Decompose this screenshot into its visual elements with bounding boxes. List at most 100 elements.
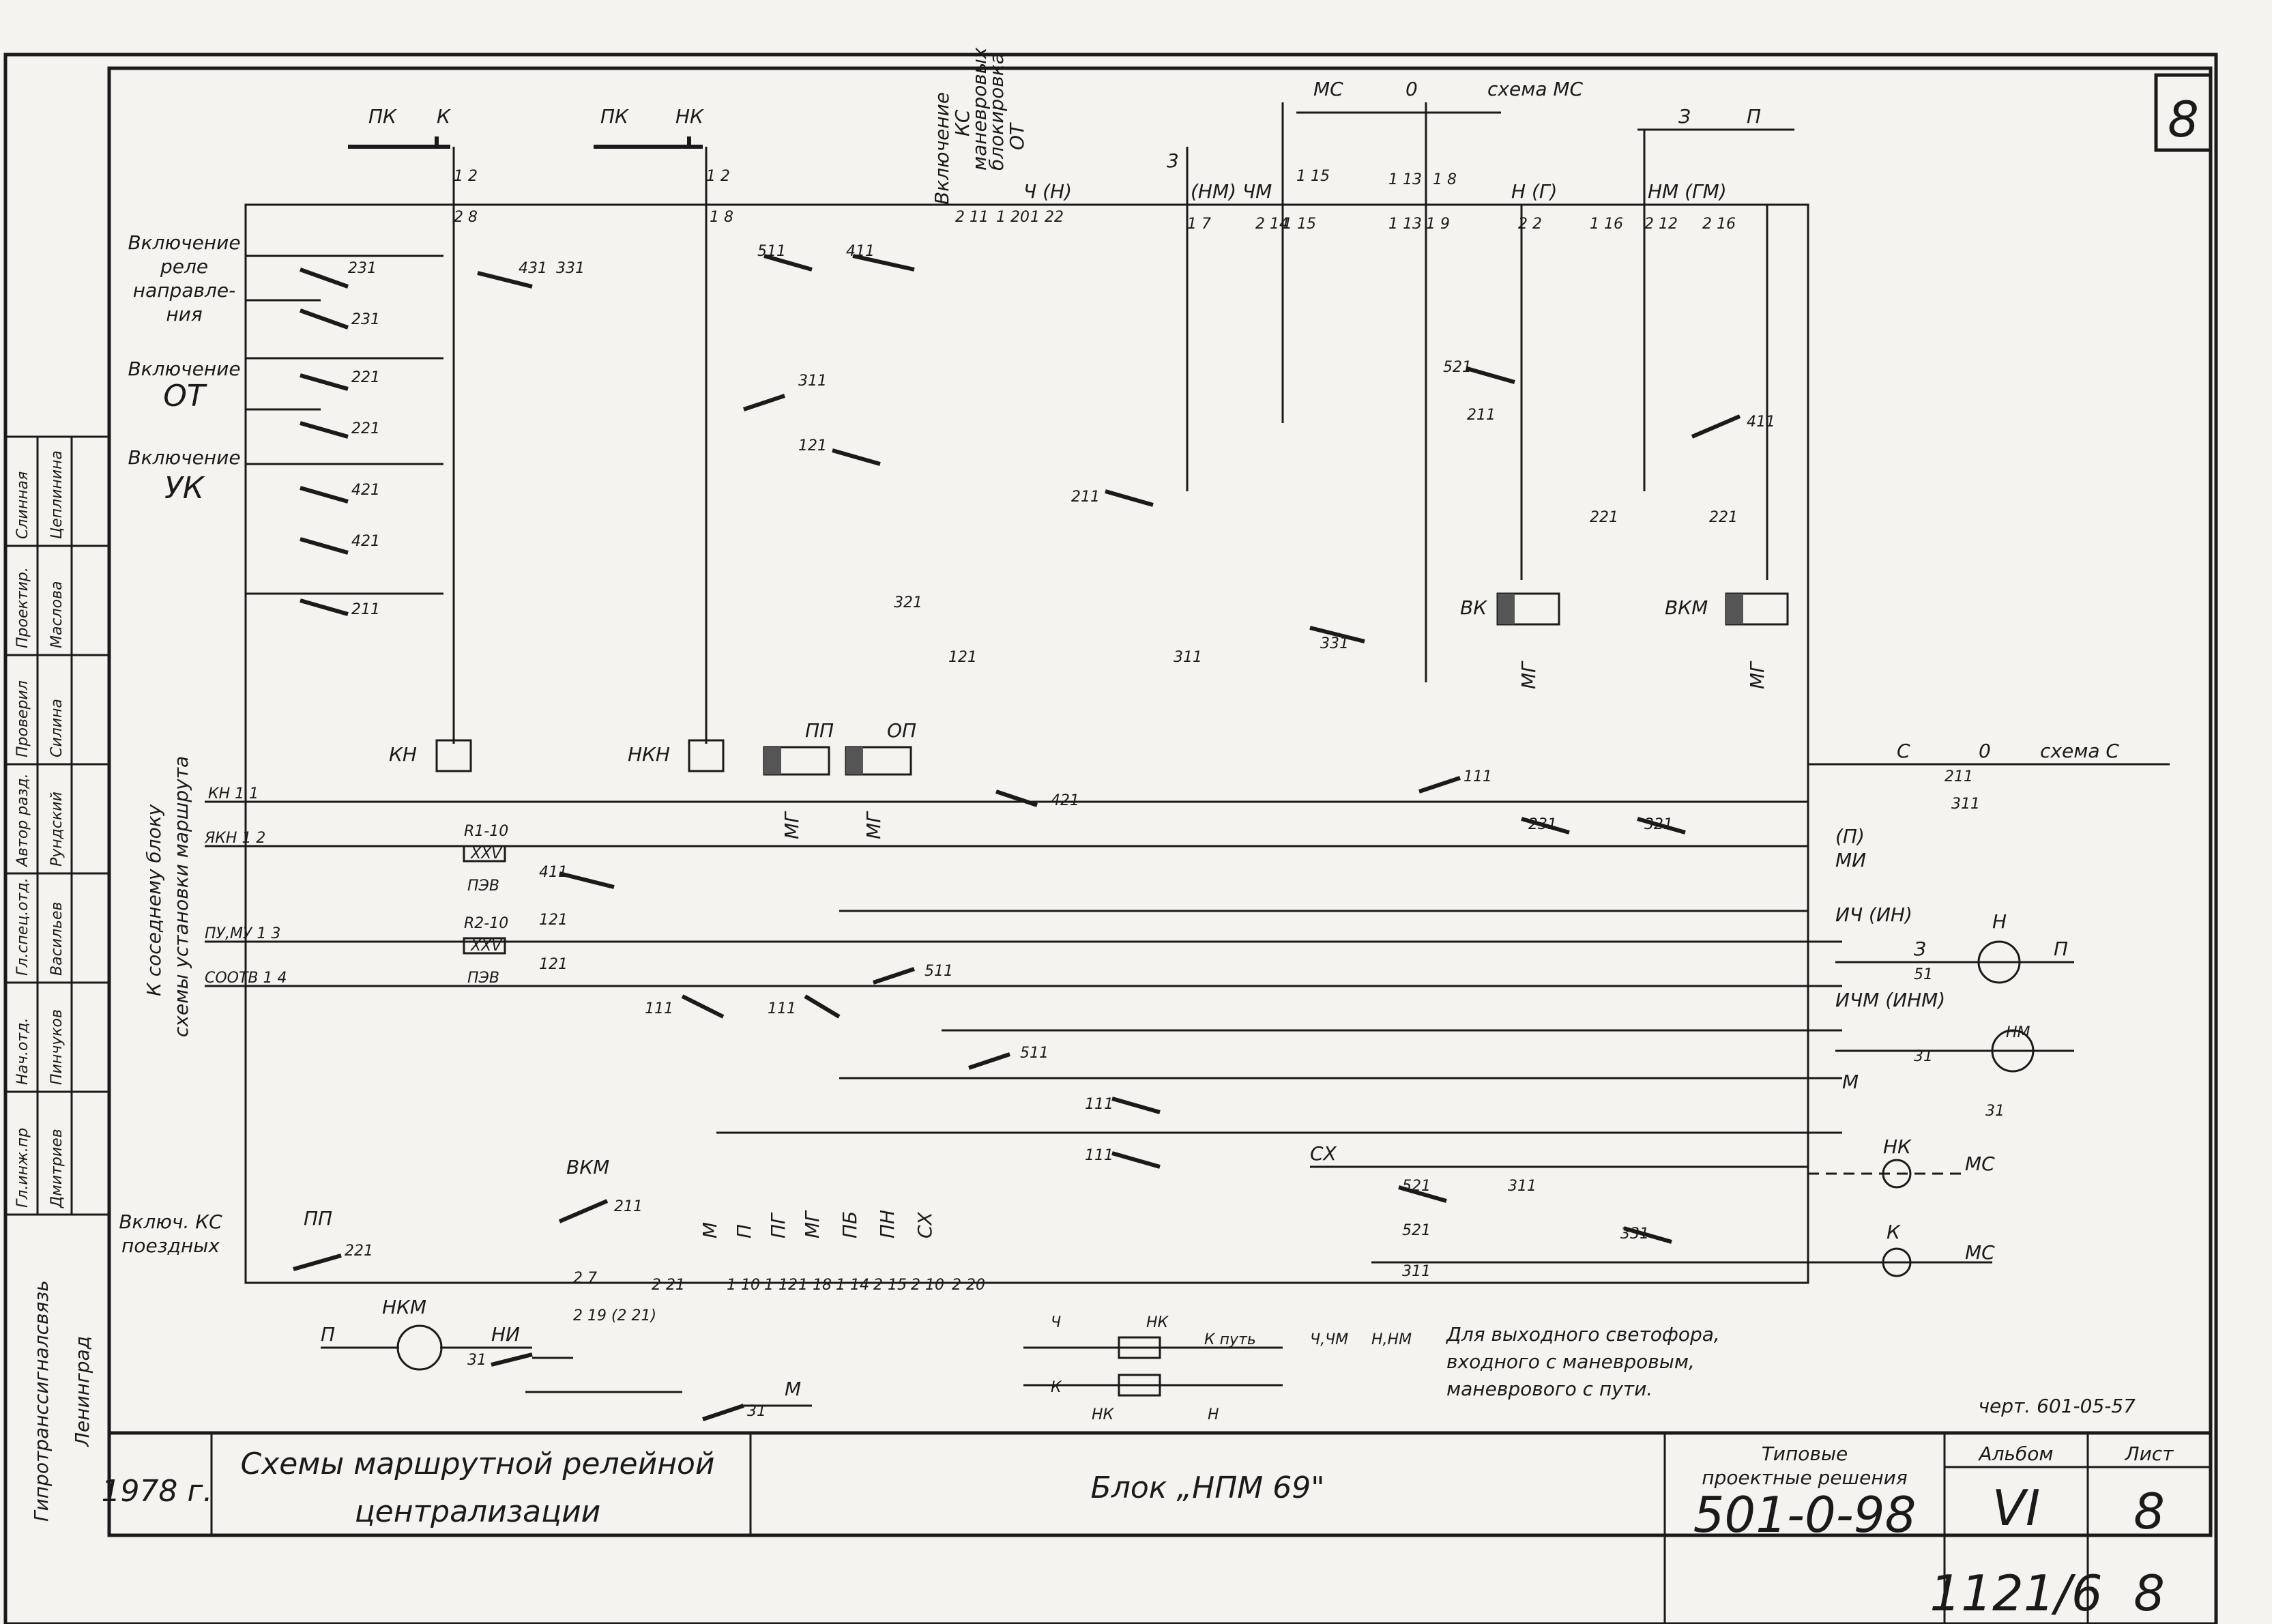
legend-n: Н — [1208, 1406, 1219, 1423]
org-name: Гипротранссигналсвязь — [30, 1280, 53, 1522]
terminal-top-13: 1 16 — [1590, 216, 1623, 233]
right-labels: схема С С 0 МИ (П) ИЧ (ИН) ИЧМ (ИНМ) М Н… — [1310, 740, 2170, 1277]
right-ichm: ИЧМ (ИНМ) — [1835, 989, 1945, 1011]
contact-43: 221 — [345, 1243, 373, 1260]
label-relay-direction-2: направле- — [133, 279, 235, 302]
sheet-label: Лист — [2125, 1442, 2174, 1465]
contact-3: 221 — [351, 420, 380, 437]
terminal-top-2: 2 8 — [454, 209, 478, 226]
contact-24: 111 — [1463, 768, 1492, 785]
outer-frame — [3, 53, 2218, 1624]
contact-7: 431 — [519, 260, 547, 277]
title-line-1: Схемы маршрутной релейной — [240, 1447, 714, 1481]
terminal-top-9: 1 15 — [1283, 216, 1316, 233]
sign-role-3: Автор разд. — [14, 773, 31, 868]
right-mc-2: МС — [1965, 1241, 1995, 1264]
top-k-1: К — [437, 105, 451, 128]
contact-30: 121 — [539, 912, 568, 929]
right-o: 0 — [1979, 740, 1991, 762]
sign-name-1: Пинчуков — [48, 1009, 65, 1085]
contact-29: 411 — [539, 864, 568, 881]
terminal-top-14: 2 12 — [1644, 216, 1678, 233]
bottom-terminals: М П ПГ МГ ПБ ПН СХ 2 7 2 21 1 10 1 12 1 … — [573, 1210, 985, 1324]
archive-sheet: 8 — [2133, 1565, 2165, 1622]
typical-label-2: проектные решения — [1702, 1466, 1907, 1489]
relay-vkm-label: ВКМ — [1665, 596, 1708, 619]
terminal-top-6: 1 22 — [1030, 209, 1064, 226]
left-terminal-2: ПУ,МУ 1 3 — [205, 925, 280, 942]
terminal-top-11: 1 9 — [1426, 216, 1450, 233]
terminal-top-7: 1 7 — [1187, 216, 1211, 233]
contact-31: 121 — [539, 956, 568, 973]
bottom-terminal-14: 2 10 — [911, 1277, 944, 1294]
drawing-number: черт. 601-05-57 — [1978, 1395, 2136, 1417]
label-ks-1: Включ. КС — [119, 1210, 222, 1233]
relay-bottom-1: МГ — [862, 811, 885, 839]
resistors: R1-10 ПЭВ R2-10 ПЭВ XXV XXV — [463, 823, 508, 987]
contact-35: 511 — [1020, 1045, 1049, 1062]
terminal-top-18: 1 8 — [1433, 171, 1457, 188]
top-p: П — [1747, 105, 1761, 128]
bottom-terminal-6: СХ — [914, 1211, 936, 1238]
right-sx: СХ — [1310, 1142, 1337, 1165]
relay-vk-label: ВК — [1460, 596, 1487, 619]
bl-nkm: НКМ — [382, 1296, 426, 1318]
legend-nk: НК — [1146, 1314, 1169, 1331]
relay-coils: КН НКН ПП ОП ВК ВКМ МГ МГ МГ МГ — [389, 592, 1789, 839]
contact-37: 111 — [1085, 1147, 1113, 1164]
terminal-top-15: 2 16 — [1702, 216, 1736, 233]
bottom-terminal-10: 1 12 — [764, 1277, 798, 1294]
right-scheme-c: схема С — [2040, 740, 2119, 762]
right-p-paren: (П) — [1835, 825, 1865, 847]
relay-pp-label: ПП — [805, 719, 834, 742]
sign-name-2: Васильев — [48, 902, 65, 976]
feed-lines — [452, 102, 1768, 744]
legend-k: К — [1051, 1379, 1062, 1396]
contact-41: 521 — [1402, 1222, 1431, 1239]
terminal-top-10: 1 13 — [1388, 216, 1422, 233]
terminal-top-1: 1 2 — [706, 168, 730, 185]
project-code: 501-0-98 — [1693, 1486, 1917, 1543]
top-scheme-mc: схема МС — [1487, 78, 1584, 100]
typical-label-1: Типовые — [1762, 1442, 1848, 1465]
top-vertical-3: маневровых — [968, 47, 991, 171]
terminal-top-16: 1 15 — [1296, 168, 1330, 185]
top-zero: 0 — [1406, 78, 1418, 100]
bottom-terminal-2: ПГ — [767, 1212, 789, 1238]
top-nk-2: НК — [675, 105, 704, 128]
bottom-terminal-16: 2 19 (2 21) — [573, 1307, 656, 1324]
sign-role-4: Проверил — [14, 680, 31, 757]
contact-28: 311 — [1951, 796, 1980, 813]
sign-name-0: Дмитриев — [48, 1129, 65, 1208]
bl-m: М — [785, 1378, 801, 1400]
top-pk-2: ПК — [600, 105, 629, 128]
legend-k-put: К путь — [1204, 1331, 1256, 1348]
archive-code: 1121/6 — [1929, 1565, 2102, 1622]
right-z: З — [1914, 938, 1926, 960]
contact-13: 321 — [894, 594, 922, 611]
album-value: VI — [1992, 1479, 2041, 1537]
label-neighbor-1: К соседнему блоку — [143, 804, 165, 996]
label-ot-1: ОТ — [163, 379, 207, 414]
contact-10: 411 — [846, 243, 875, 260]
relay-bottom-2: МГ — [1517, 661, 1540, 689]
top-ch-n: Ч (Н) — [1023, 180, 1072, 203]
bl-p: П — [321, 1323, 335, 1346]
bottom-terminal-15: 2 20 — [952, 1277, 985, 1294]
top-three: 3 — [1167, 149, 1179, 172]
sign-name-6: Цеплинина — [48, 450, 65, 539]
bl-vkm: ВКМ — [566, 1156, 609, 1178]
legend-n-nm: Н,НМ — [1371, 1331, 1412, 1348]
legend-note-3: маневрового с пути. — [1446, 1378, 1652, 1400]
top-nm-gm: НМ (ГМ) — [1648, 180, 1727, 203]
contact-21: 221 — [1590, 509, 1618, 526]
contact-20: 211 — [1467, 407, 1496, 424]
bottom-terminal-8: 2 21 — [652, 1277, 685, 1294]
right-mi: МИ — [1835, 849, 1866, 871]
bottom-terminal-7: 2 7 — [573, 1270, 597, 1287]
right-n: Н — [1992, 910, 2007, 933]
resistor-4: XXV — [470, 845, 503, 862]
title-year: 1978 г. — [101, 1474, 212, 1509]
contact-18: 331 — [1320, 635, 1349, 652]
contact-39: 311 — [1508, 1178, 1536, 1195]
